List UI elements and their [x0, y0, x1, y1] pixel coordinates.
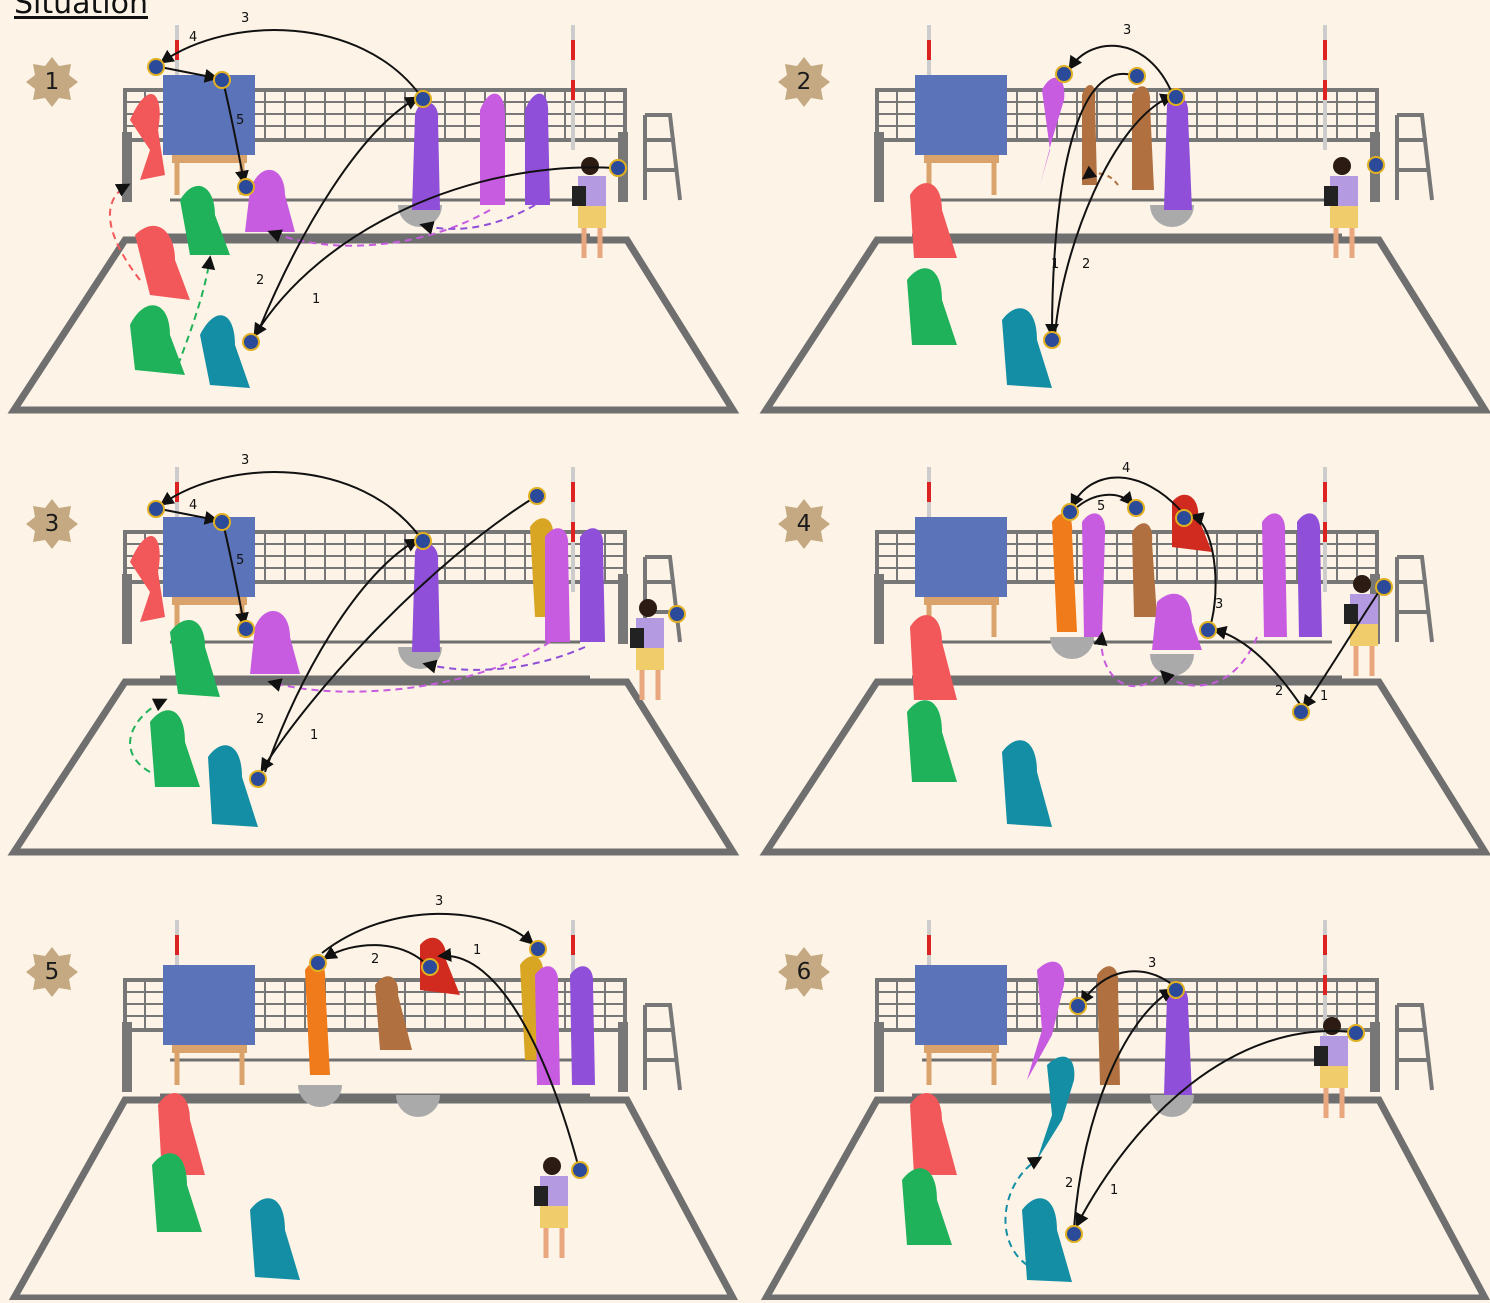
- step-label: 1: [1320, 689, 1328, 704]
- step-label: 3: [241, 453, 249, 468]
- step-label: 3: [1148, 956, 1156, 971]
- coach-icon: [630, 599, 664, 700]
- step-label: 3: [435, 894, 443, 909]
- referee-chair-icon: [1397, 115, 1432, 200]
- court-diagram: 1 2 3 4 5: [0, 0, 745, 440]
- court-outline: [14, 240, 733, 410]
- step-label: 2: [1082, 257, 1090, 272]
- step-label: 1: [1051, 257, 1059, 272]
- situation-panel-6: 1 2 3 6: [752, 860, 1490, 1300]
- step-label: 3: [1123, 23, 1131, 38]
- step-label: 4: [1122, 461, 1130, 476]
- court-diagram: 1 2 3: [752, 0, 1490, 440]
- panel-number: 1: [22, 52, 82, 112]
- step-label: 5: [236, 113, 244, 128]
- step-label: 2: [1275, 684, 1283, 699]
- court-diagram: 1 2 3: [752, 860, 1490, 1300]
- step-label: 2: [256, 273, 264, 288]
- panel-number: 5: [22, 942, 82, 1002]
- step-label: 5: [1097, 499, 1105, 514]
- blocking-pad-icon: [915, 965, 1007, 1045]
- step-label: 1: [310, 728, 318, 743]
- step-label: 2: [371, 952, 379, 967]
- court-diagram: 1 2 3: [0, 860, 745, 1300]
- step-label: 4: [189, 30, 197, 45]
- step-label: 1: [473, 943, 481, 958]
- step-label: 2: [1065, 1176, 1073, 1191]
- court-diagram: 1 2 3 4 5: [752, 442, 1490, 882]
- step-label: 1: [312, 292, 320, 307]
- panel-number: 4: [774, 494, 834, 554]
- step-label: 1: [1110, 1183, 1118, 1198]
- step-label: 2: [256, 712, 264, 727]
- blocking-pad-icon: [915, 517, 1007, 597]
- situation-panel-3: 1 2 3 4 5 3: [0, 442, 745, 882]
- coach-icon: [534, 1157, 568, 1258]
- blocking-pad-icon: [915, 75, 1007, 155]
- step-label: 4: [189, 498, 197, 513]
- referee-chair-icon: [1397, 557, 1432, 642]
- court-diagram: 1 2 3 4 5: [0, 442, 745, 882]
- situation-panel-2: 1 2 3 2: [752, 0, 1490, 440]
- panel-number: 6: [774, 942, 834, 1002]
- step-label: 5: [236, 553, 244, 568]
- step-label: 3: [241, 11, 249, 26]
- blocking-pad-icon: [163, 965, 255, 1045]
- situation-panel-4: 1 2 3 4 5 4: [752, 442, 1490, 882]
- referee-chair-icon: [1397, 1005, 1432, 1090]
- panel-number: 2: [774, 52, 834, 112]
- referee-chair-icon: [645, 115, 680, 200]
- situation-panel-1: 1 2 3 4 5 1: [0, 0, 745, 440]
- table: [172, 155, 247, 163]
- panel-number: 3: [22, 494, 82, 554]
- step-label: 3: [1215, 597, 1223, 612]
- situation-panel-5: 1 2 3 5: [0, 860, 745, 1300]
- referee-chair-icon: [645, 1005, 680, 1090]
